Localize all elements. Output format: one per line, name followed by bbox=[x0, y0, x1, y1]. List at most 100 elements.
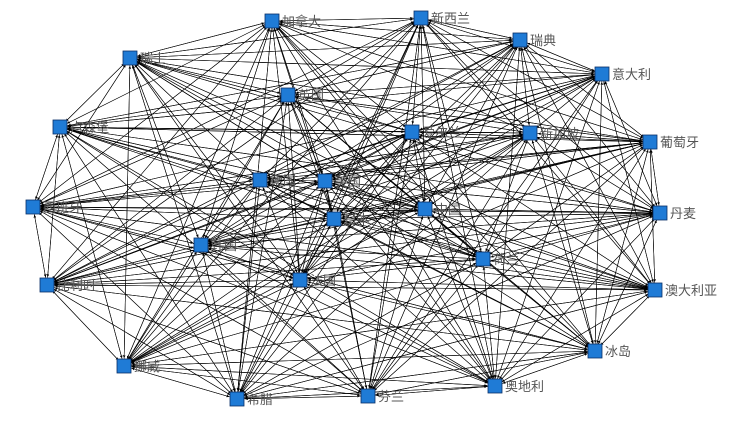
edge-korea-italy bbox=[200, 76, 595, 246]
node-box-belgium[interactable] bbox=[39, 277, 55, 293]
edge-greece-singapore bbox=[236, 138, 525, 400]
node-box-netherlands[interactable] bbox=[475, 251, 491, 267]
node-box-australia[interactable] bbox=[647, 282, 663, 298]
node-netherlands[interactable]: 荷兰 bbox=[475, 251, 519, 268]
edge-greece-australia bbox=[236, 291, 648, 400]
node-box-switzerland[interactable] bbox=[122, 50, 138, 66]
node-box-uk[interactable] bbox=[280, 87, 296, 103]
edge-iceland-portugal bbox=[594, 149, 649, 352]
edge-france-newzealand bbox=[299, 25, 418, 281]
edge-korea-singapore bbox=[200, 135, 523, 246]
edge-belgium-china bbox=[46, 209, 418, 286]
node-box-singapore[interactable] bbox=[522, 125, 538, 141]
node-box-denmark[interactable] bbox=[652, 205, 668, 221]
node-box-greece[interactable] bbox=[229, 391, 245, 407]
node-italy[interactable]: 意大利 bbox=[594, 66, 651, 83]
node-box-iceland[interactable] bbox=[587, 343, 603, 359]
edge-belgium-uk bbox=[46, 99, 282, 286]
node-belgium[interactable]: 比利时 bbox=[39, 277, 96, 294]
node-label-newzealand: 新西兰 bbox=[431, 11, 470, 27]
node-norway[interactable]: 挪威 bbox=[116, 358, 160, 375]
node-box-newzealand[interactable] bbox=[413, 10, 429, 26]
node-box-france[interactable] bbox=[292, 272, 308, 288]
node-box-finland[interactable] bbox=[360, 388, 376, 404]
node-china[interactable]: 中国 bbox=[417, 201, 461, 218]
node-denmark[interactable]: 丹麦 bbox=[652, 205, 696, 222]
edge-austria-newzealand bbox=[421, 25, 496, 387]
edge-germany-sweden bbox=[259, 43, 514, 181]
node-korea[interactable]: 韩国 bbox=[193, 237, 237, 254]
node-spain[interactable]: 西班牙 bbox=[25, 199, 82, 216]
edge-china-newzealand bbox=[419, 25, 426, 210]
node-singapore[interactable]: 新加坡 bbox=[522, 125, 579, 142]
node-box-korea[interactable] bbox=[193, 237, 209, 253]
node-box-usa[interactable] bbox=[317, 173, 333, 189]
edge-norway-germany bbox=[123, 186, 256, 367]
edge-australia-switzerland bbox=[137, 60, 656, 291]
node-usa[interactable]: 美国 bbox=[317, 173, 361, 190]
edge-norway-luxembourg bbox=[61, 134, 125, 367]
node-iceland[interactable]: 冰岛 bbox=[587, 343, 631, 360]
edge-luxembourg-switzerland bbox=[59, 63, 125, 128]
edge-norway-uk bbox=[123, 101, 285, 367]
node-box-italy[interactable] bbox=[594, 66, 610, 82]
node-box-canada[interactable] bbox=[264, 13, 280, 29]
edge-portugal-luxembourg bbox=[67, 125, 651, 143]
node-luxembourg[interactable]: 卢森堡 bbox=[52, 119, 109, 136]
node-box-ireland[interactable] bbox=[404, 124, 420, 140]
edge-portugal-singapore bbox=[537, 132, 651, 143]
node-box-austria[interactable] bbox=[487, 378, 503, 394]
node-newzealand[interactable]: 新西兰 bbox=[413, 10, 470, 27]
edge-greece-ireland bbox=[236, 138, 408, 400]
edge-norway-belgium bbox=[52, 290, 125, 367]
edge-greece-belgium bbox=[53, 288, 238, 400]
node-switzerland[interactable]: 瑞士 bbox=[122, 50, 166, 67]
edge-finland-switzerland bbox=[134, 64, 369, 397]
node-label-switzerland: 瑞士 bbox=[140, 52, 166, 67]
edge-newzealand-canada bbox=[279, 17, 422, 23]
node-canada[interactable]: 加拿大 bbox=[264, 13, 321, 30]
node-box-sweden[interactable] bbox=[512, 32, 528, 48]
node-label-ireland: 爱尔兰 bbox=[422, 126, 461, 141]
node-box-norway[interactable] bbox=[116, 358, 132, 374]
edge-spain-uk bbox=[32, 97, 281, 208]
node-box-spain[interactable] bbox=[25, 199, 41, 215]
node-australia[interactable]: 澳大利亚 bbox=[647, 282, 717, 299]
node-uk[interactable]: 英国 bbox=[280, 87, 324, 104]
node-ireland[interactable]: 爱尔兰 bbox=[404, 124, 461, 141]
node-sweden[interactable]: 瑞典 bbox=[512, 32, 556, 49]
edge-switzerland-canada bbox=[129, 22, 265, 59]
edge-spain-singapore bbox=[32, 133, 523, 208]
node-germany[interactable]: 德国 bbox=[252, 172, 296, 189]
edge-austria-netherlands bbox=[482, 266, 496, 387]
edge-uk-newzealand bbox=[287, 21, 415, 96]
edge-finland-norway bbox=[131, 365, 369, 397]
edge-belgium-luxembourg bbox=[46, 134, 61, 286]
node-portugal[interactable]: 葡萄牙 bbox=[642, 134, 699, 151]
node-box-japan[interactable] bbox=[326, 211, 342, 227]
edge-iceland-japan bbox=[341, 222, 596, 352]
edge-france-singapore bbox=[299, 137, 524, 281]
node-label-iceland: 冰岛 bbox=[605, 344, 631, 360]
edge-greece-canada bbox=[236, 28, 273, 400]
node-box-germany[interactable] bbox=[252, 172, 268, 188]
edge-spain-newzealand bbox=[32, 21, 414, 208]
edge-greece-usa bbox=[236, 188, 323, 400]
node-austria[interactable]: 奥地利 bbox=[487, 378, 544, 395]
edge-belgium-spain bbox=[33, 214, 48, 286]
node-greece[interactable]: 希腊 bbox=[229, 391, 273, 408]
edge-belgium-canada bbox=[46, 26, 268, 286]
node-label-singapore: 新加坡 bbox=[540, 126, 579, 142]
node-box-china[interactable] bbox=[417, 201, 433, 217]
edge-germany-luxembourg bbox=[67, 128, 261, 181]
edge-germany-italy bbox=[259, 75, 595, 181]
node-label-denmark: 丹麦 bbox=[670, 207, 696, 222]
edge-singapore-sweden bbox=[519, 47, 531, 134]
node-box-luxembourg[interactable] bbox=[52, 119, 68, 135]
node-japan[interactable]: 日本 bbox=[326, 211, 370, 228]
node-finland[interactable]: 芬兰 bbox=[360, 388, 404, 405]
edge-norway-usa bbox=[123, 186, 320, 367]
node-box-portugal[interactable] bbox=[642, 134, 658, 150]
node-france[interactable]: 法国 bbox=[292, 272, 336, 289]
